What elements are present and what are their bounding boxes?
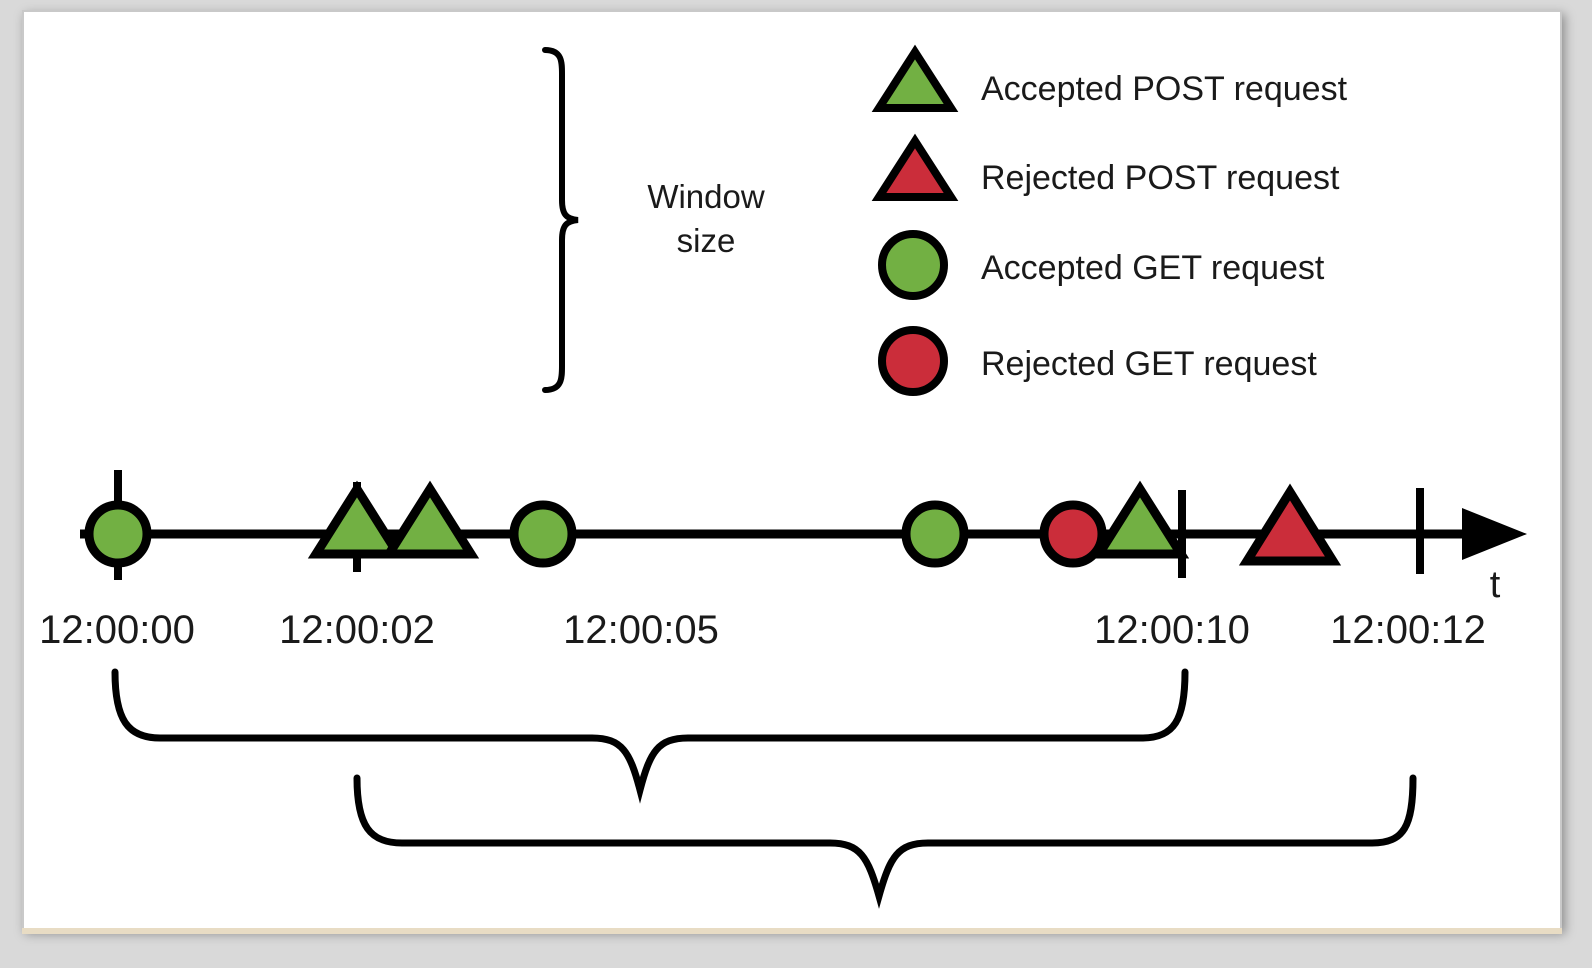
event-marker-rejected-post xyxy=(1238,483,1342,566)
legend-label-rejected-post: Rejected POST request xyxy=(981,159,1340,197)
window-size-label-line1: Window xyxy=(647,178,765,215)
tick-label-0: 12:00:00 xyxy=(39,608,195,652)
first-window-brace xyxy=(111,668,1189,804)
event-marker-accepted-get xyxy=(901,500,969,568)
event-marker-accepted-post xyxy=(307,480,407,559)
legend-label-accepted-post: Accepted POST request xyxy=(981,70,1348,108)
legend-item-accepted-get: Accepted GET request xyxy=(878,230,1325,300)
tick-label-2: 12:00:02 xyxy=(279,608,435,652)
event-marker-accepted-post xyxy=(1090,480,1190,559)
triangle-icon xyxy=(871,133,959,201)
axis-tick-labels: 12:00:00 12:00:02 12:00:05 12:00:10 12:0… xyxy=(39,608,1486,652)
axis-arrowhead xyxy=(1462,508,1527,560)
second-window-brace xyxy=(353,774,1417,909)
event-marker-accepted-get xyxy=(509,500,577,568)
legend: Accepted POST request Rejected POST requ… xyxy=(871,44,1348,396)
legend-item-rejected-post: Rejected POST request xyxy=(871,133,1340,201)
legend-item-accepted-post: Accepted POST request xyxy=(871,44,1348,112)
window-size-label-line2: size xyxy=(677,222,736,259)
triangle-icon xyxy=(871,44,959,112)
tick-label-12: 12:00:12 xyxy=(1330,608,1486,652)
legend-item-rejected-get: Rejected GET request xyxy=(878,326,1317,396)
event-marker-accepted-post xyxy=(380,480,480,559)
legend-label-rejected-get: Rejected GET request xyxy=(981,345,1317,383)
event-marker-accepted-get xyxy=(84,500,152,568)
diagram-card xyxy=(22,10,1562,934)
event-marker-rejected-get xyxy=(1039,500,1107,568)
circle-icon xyxy=(878,230,948,300)
timeline-axis: t xyxy=(80,470,1527,606)
legend-label-accepted-get: Accepted GET request xyxy=(981,249,1325,287)
axis-name-label: t xyxy=(1490,564,1501,606)
tick-label-10: 12:00:10 xyxy=(1094,608,1250,652)
window-size-brace xyxy=(542,47,579,393)
tick-label-5: 12:00:05 xyxy=(563,608,719,652)
circle-icon xyxy=(878,326,948,396)
